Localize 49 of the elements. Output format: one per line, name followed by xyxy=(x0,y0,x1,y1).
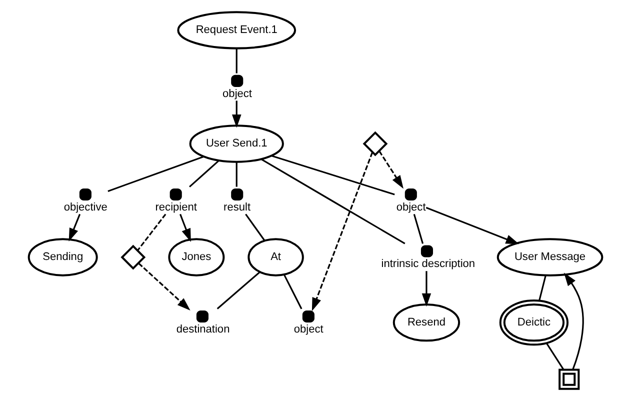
arrow xyxy=(421,271,431,307)
node-ellipse: Deictic xyxy=(498,299,568,346)
node-box xyxy=(558,368,580,390)
node-circle xyxy=(196,310,208,323)
node-ellipse: Jones xyxy=(168,238,224,276)
connector xyxy=(188,160,219,188)
connector xyxy=(235,162,237,187)
node-label: result xyxy=(223,201,250,214)
node-circle xyxy=(230,74,243,87)
node-label: intrinsic description xyxy=(380,258,475,270)
arrow xyxy=(311,152,373,312)
node-circle xyxy=(78,188,91,200)
arrow xyxy=(231,100,241,128)
node-diamond xyxy=(120,244,146,270)
node-ellipse: User Send.1 xyxy=(188,124,284,163)
node-label: object xyxy=(396,201,426,214)
node-ellipse: Resend xyxy=(392,303,460,342)
node-circle xyxy=(404,188,416,200)
node-ellipse: Sending xyxy=(27,238,98,276)
node-label: object xyxy=(222,88,252,100)
node-label: object xyxy=(293,323,323,336)
node-ellipse: Request Event.1 xyxy=(176,11,296,50)
node-circle xyxy=(302,310,314,323)
node-label: objective xyxy=(63,201,107,214)
node-diamond xyxy=(362,131,388,156)
node-label: recipient xyxy=(154,201,196,214)
connector xyxy=(107,156,204,192)
arrow xyxy=(563,272,584,370)
connector xyxy=(545,342,564,370)
connector xyxy=(538,275,546,301)
connector xyxy=(271,155,394,196)
arrow xyxy=(425,206,519,244)
node-circle xyxy=(230,188,243,200)
node-label: destination xyxy=(176,323,230,336)
connector xyxy=(235,48,237,74)
arrow xyxy=(68,214,80,242)
node-ellipse: At xyxy=(247,238,304,276)
node-circle xyxy=(420,245,432,258)
connector xyxy=(260,158,405,244)
connector xyxy=(412,214,424,244)
node-ellipse: User Message xyxy=(496,238,603,276)
arrow xyxy=(138,262,190,310)
connector xyxy=(136,214,166,251)
connector xyxy=(282,274,302,310)
node-circle xyxy=(169,188,182,200)
connector xyxy=(244,214,265,241)
arrow xyxy=(378,150,403,189)
connector xyxy=(216,271,260,310)
arrow xyxy=(179,214,190,242)
